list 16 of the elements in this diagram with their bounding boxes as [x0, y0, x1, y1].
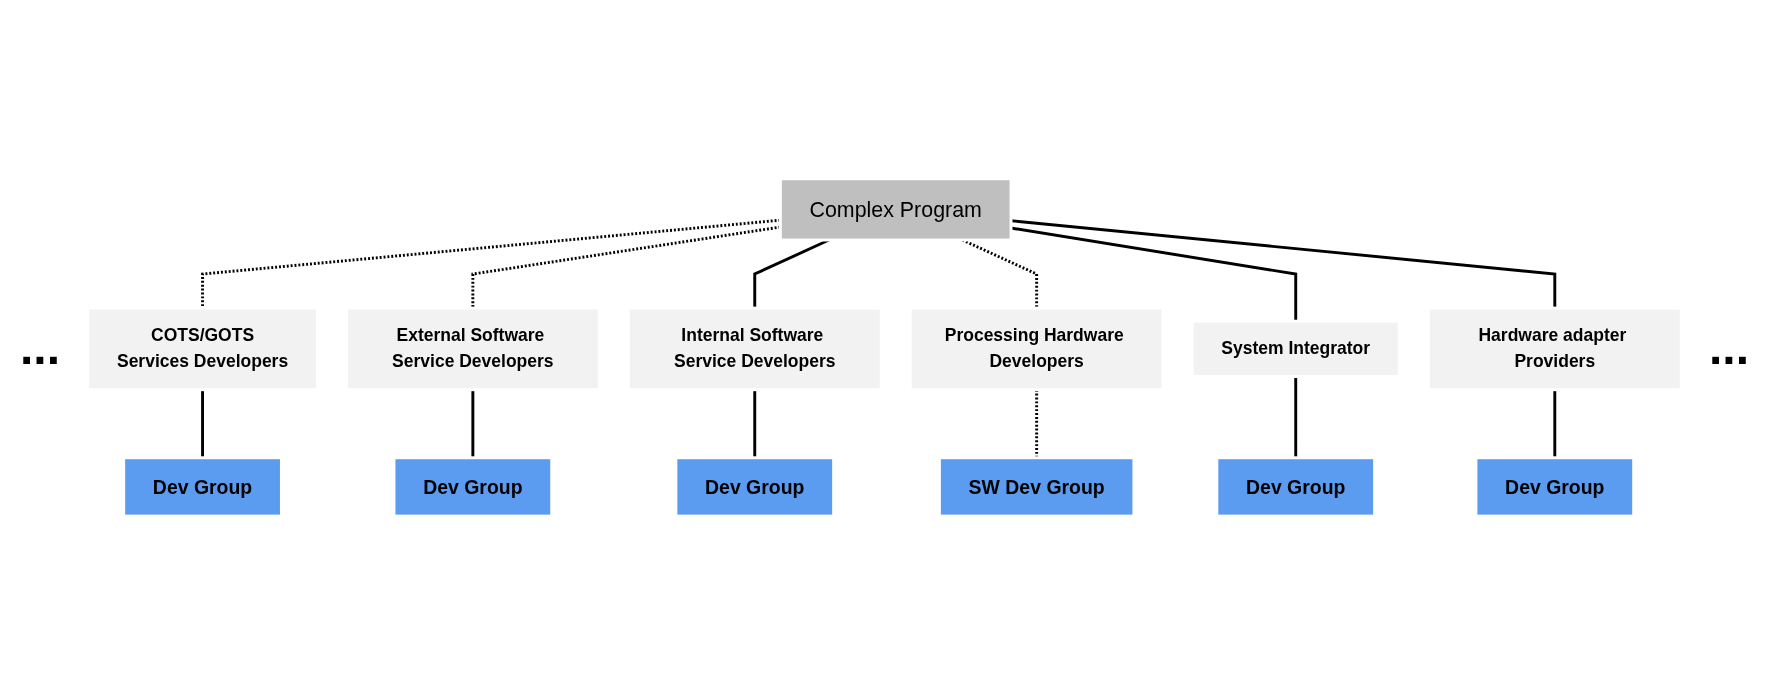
node-box: Dev Group: [674, 455, 836, 518]
node-box: Dev Group: [392, 455, 554, 518]
ellipsis-label: ...: [1708, 320, 1750, 374]
node-box: Dev Group: [1474, 455, 1636, 518]
node-box: Hardware adapter Providers: [1427, 306, 1683, 391]
connector: [1294, 376, 1298, 458]
connector: [1553, 389, 1557, 458]
connector: [753, 389, 757, 458]
node-box: SW Dev Group: [938, 455, 1136, 518]
connector: [201, 389, 205, 458]
connector: [471, 389, 475, 458]
ellipsis-label: ...: [19, 320, 61, 374]
node-box: COTS/GOTS Services Developers: [86, 306, 319, 391]
node-box: Dev Group: [1215, 455, 1377, 518]
node-box: Dev Group: [122, 455, 283, 518]
node-box: External Software Service Developers: [345, 306, 601, 391]
